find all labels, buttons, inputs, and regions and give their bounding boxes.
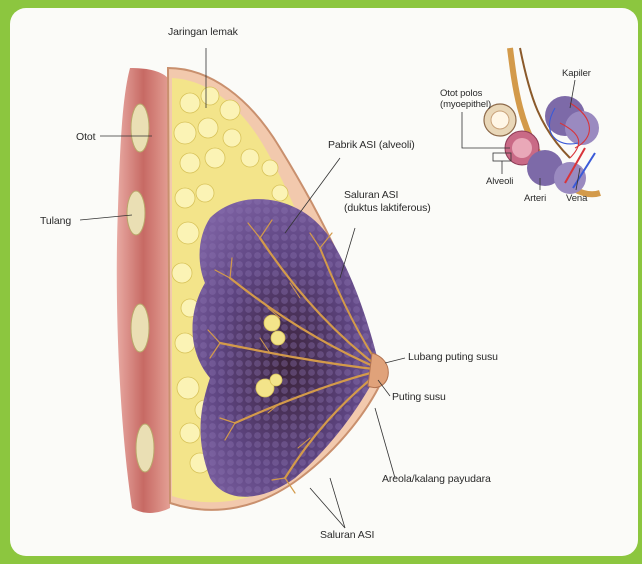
inset-label-myoepithel: (myoepithel) (440, 99, 491, 111)
label-lubang-puting-susu: Lubang puting susu (408, 351, 498, 363)
label-otot: Otot (76, 131, 95, 143)
label-saluran-asi-bottom: Saluran ASI (320, 529, 374, 541)
nipple (368, 353, 388, 388)
label-tulang: Tulang (40, 215, 71, 227)
inset-label-kapiler: Kapiler (562, 68, 591, 80)
label-pabrik-asi: Pabrik ASI (alveoli) (328, 139, 415, 151)
diagram-frame: Jaringan lemak Otot Tulang Pabrik ASI (a… (10, 8, 638, 556)
inset-label-vena: Vena (566, 193, 587, 205)
label-areola: Areola/kalang payudara (382, 473, 491, 485)
label-duktus-laktiferous: (duktus laktiferous) (344, 202, 431, 214)
label-saluran-asi-top: Saluran ASI (344, 189, 398, 201)
bone-4 (136, 424, 154, 472)
inset-label-arteri: Arteri (524, 193, 546, 205)
label-puting-susu: Puting susu (392, 391, 446, 403)
breast-anatomy-illustration (10, 8, 638, 556)
inset-label-alveoli: Alveoli (486, 176, 513, 188)
label-jaringan-lemak: Jaringan lemak (168, 26, 238, 38)
bone-2 (127, 191, 145, 235)
bone-3 (131, 304, 149, 352)
bone-1 (131, 104, 149, 152)
